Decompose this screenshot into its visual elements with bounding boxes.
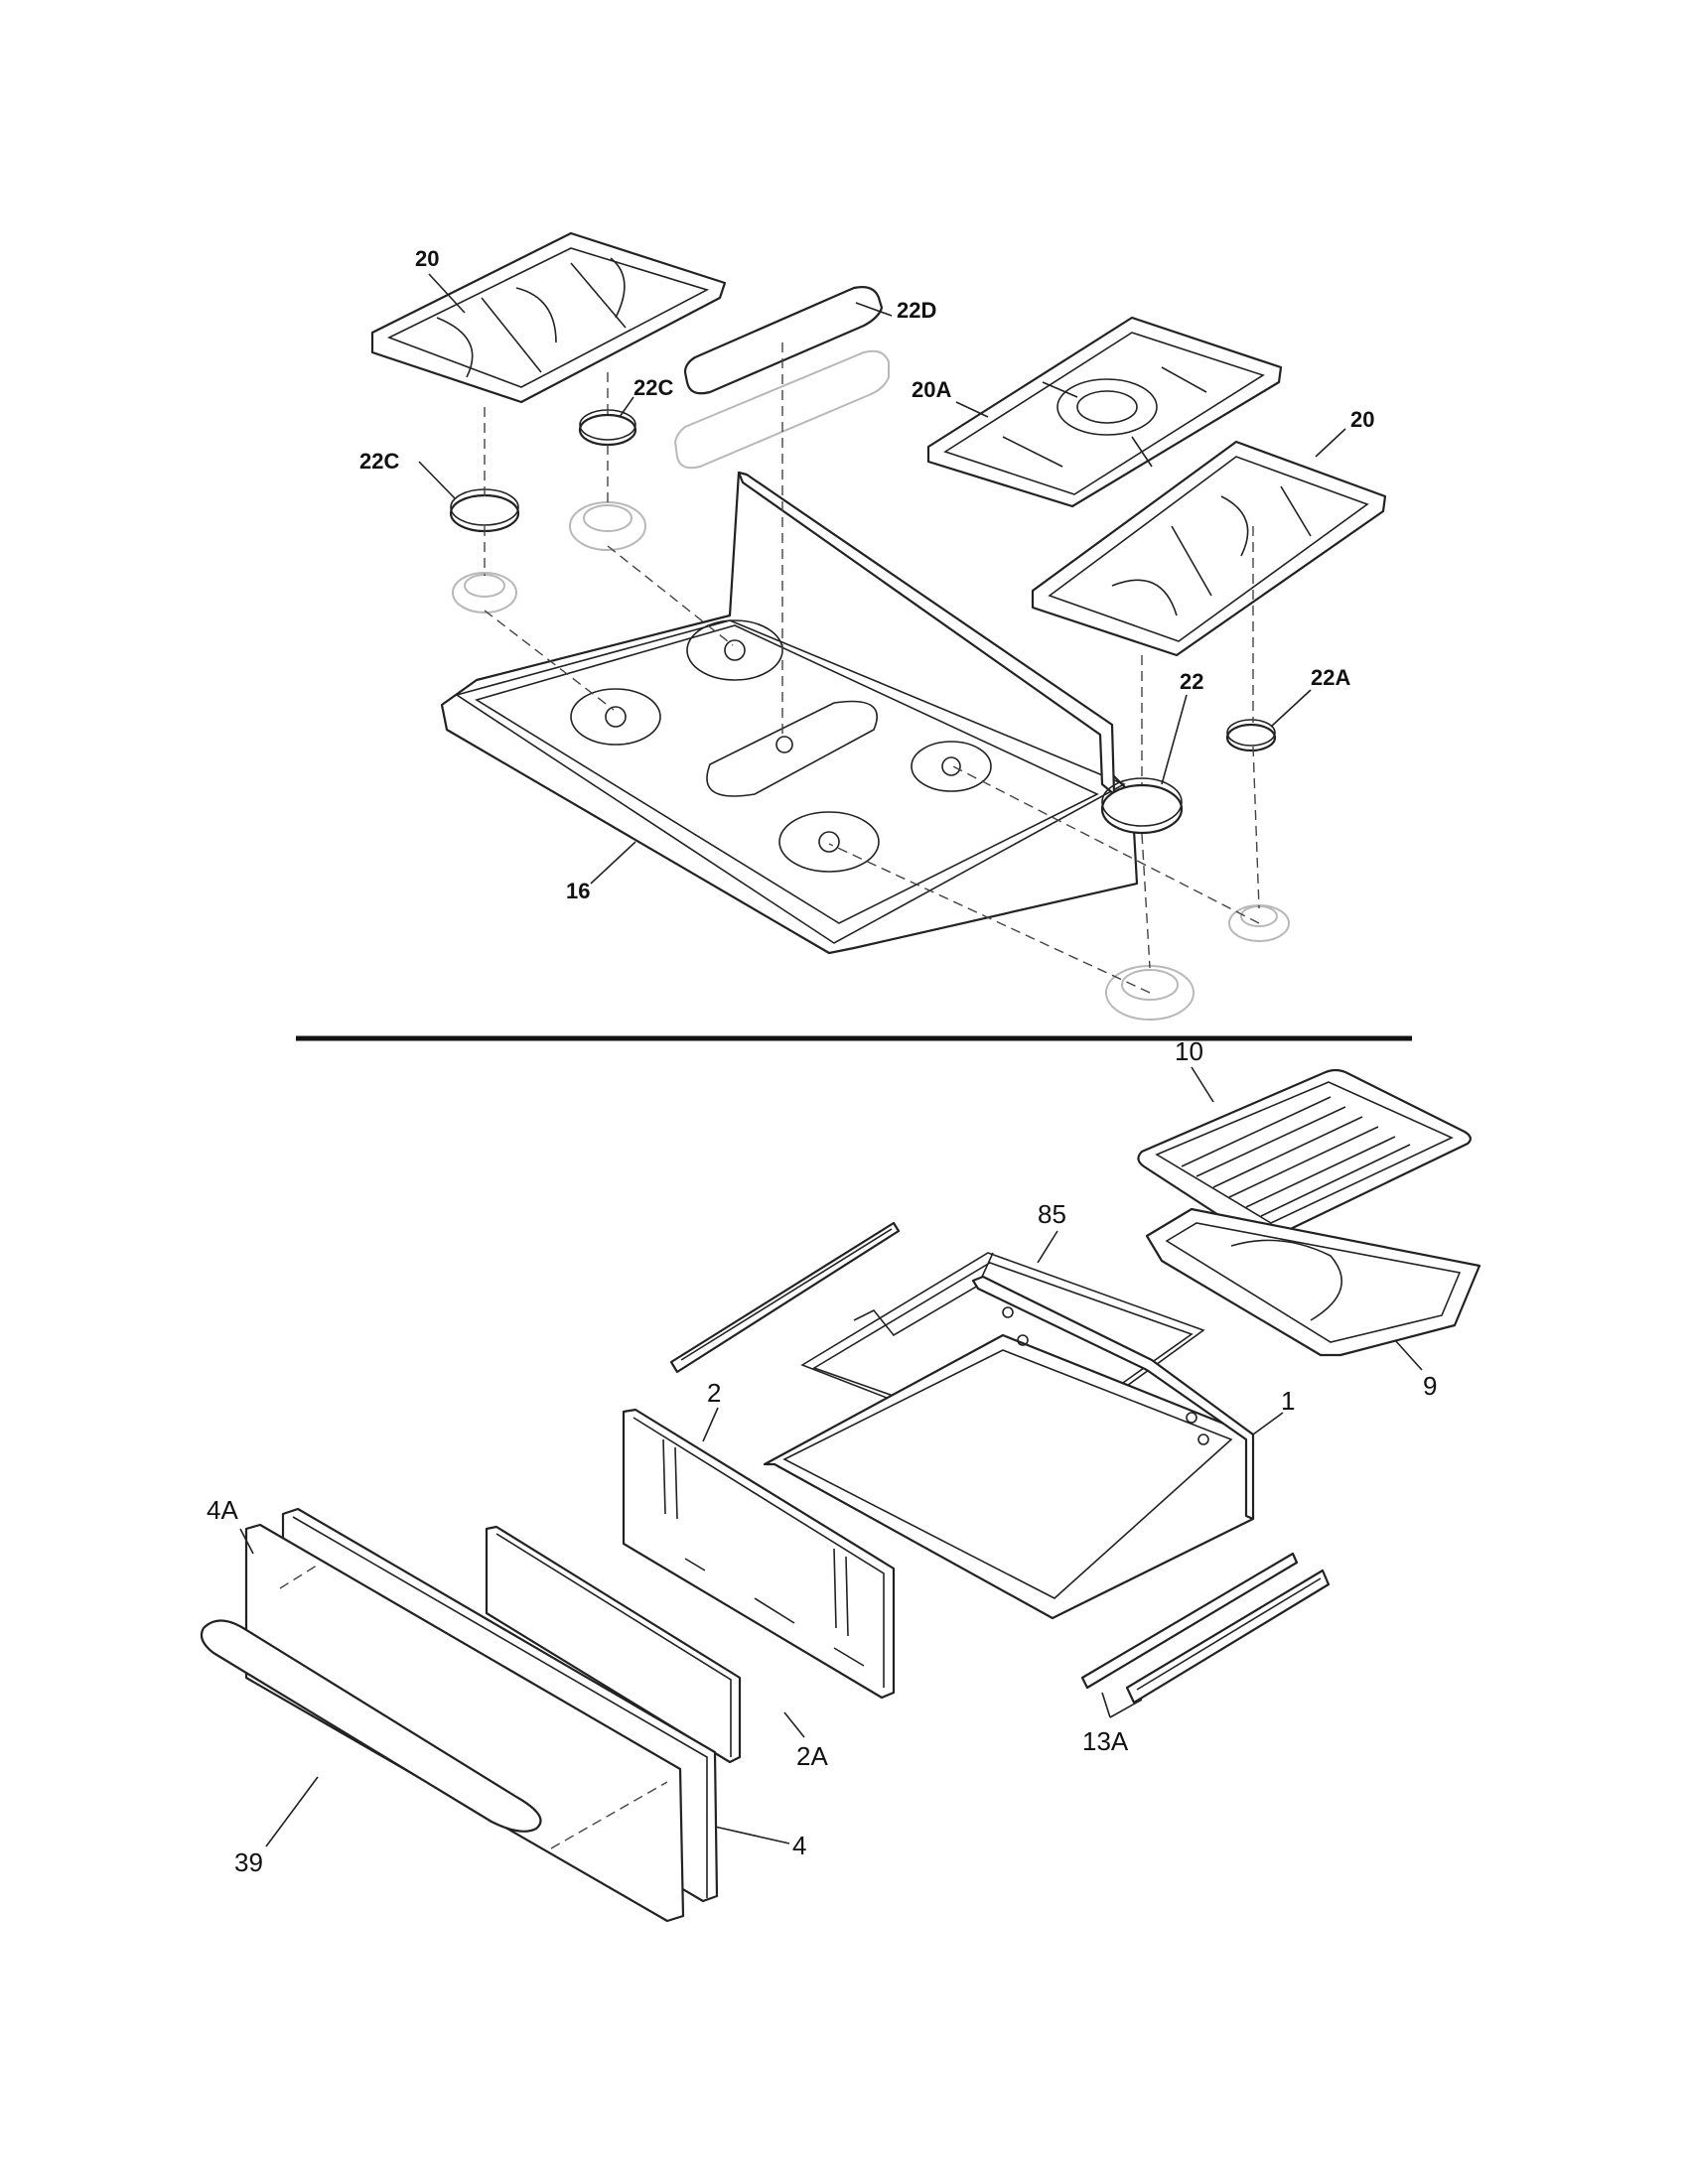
drawer-front-4A xyxy=(244,1523,685,1923)
grate-20A-center xyxy=(926,316,1283,508)
callout-drawer-slide-13A: 13A xyxy=(1082,1726,1129,1756)
callout-cap-22C-rear: 22C xyxy=(633,375,673,400)
callout-drawer-liner-1: 1 xyxy=(1281,1386,1295,1416)
drawer-handle-39 xyxy=(200,1619,542,1833)
broil-pan-9 xyxy=(1145,1207,1481,1357)
grate-20-left xyxy=(370,231,727,404)
assembly-lines-bottom xyxy=(279,1563,668,1849)
drawer-slide-upper xyxy=(669,1221,901,1374)
leader-lines-top xyxy=(418,273,1346,885)
grate-20-right xyxy=(1031,440,1387,657)
callout-drawer-front-4A: 4A xyxy=(207,1495,238,1525)
callout-cap-22D: 22D xyxy=(897,298,936,323)
callout-drawer-panel-2A: 2A xyxy=(796,1741,828,1771)
callout-cooktop-16: 16 xyxy=(566,879,590,903)
cap-22A xyxy=(1225,719,1277,752)
broil-grid-10 xyxy=(1137,1068,1472,1240)
drawer-panel-2A xyxy=(485,1525,742,1764)
callout-drawer-back-2: 2 xyxy=(707,1378,721,1408)
drawer-slide-13A xyxy=(1080,1552,1331,1705)
callout-grate-20A: 20A xyxy=(912,377,951,402)
callout-cap-22A: 22A xyxy=(1311,665,1350,690)
cap-22C-rear xyxy=(578,409,637,447)
assembly-lines-top xyxy=(484,342,1260,994)
callout-grate-20-left: 20 xyxy=(415,246,439,271)
callout-rack-85: 85 xyxy=(1038,1199,1066,1229)
callout-broil-grid-10: 10 xyxy=(1175,1036,1203,1066)
callout-labels: 20 22D 22C 22C 20A 20 22 22A 16 10 9 85 … xyxy=(207,246,1437,1877)
callout-cap-22C-left: 22C xyxy=(359,449,399,474)
cap-22 xyxy=(1100,777,1184,835)
leader-lines-bottom xyxy=(239,1066,1423,1847)
callout-cap-22: 22 xyxy=(1180,669,1203,694)
drawer-liner-1 xyxy=(763,1275,1255,1620)
callout-drawer-handle-39: 39 xyxy=(234,1847,263,1877)
cooktop-16 xyxy=(440,471,1139,955)
callout-broil-pan-9: 9 xyxy=(1423,1371,1437,1401)
cap-22D xyxy=(673,286,890,470)
callout-drawer-front-4: 4 xyxy=(792,1831,806,1860)
drawer-back-2 xyxy=(622,1408,896,1700)
callout-grate-20-right: 20 xyxy=(1350,407,1374,432)
